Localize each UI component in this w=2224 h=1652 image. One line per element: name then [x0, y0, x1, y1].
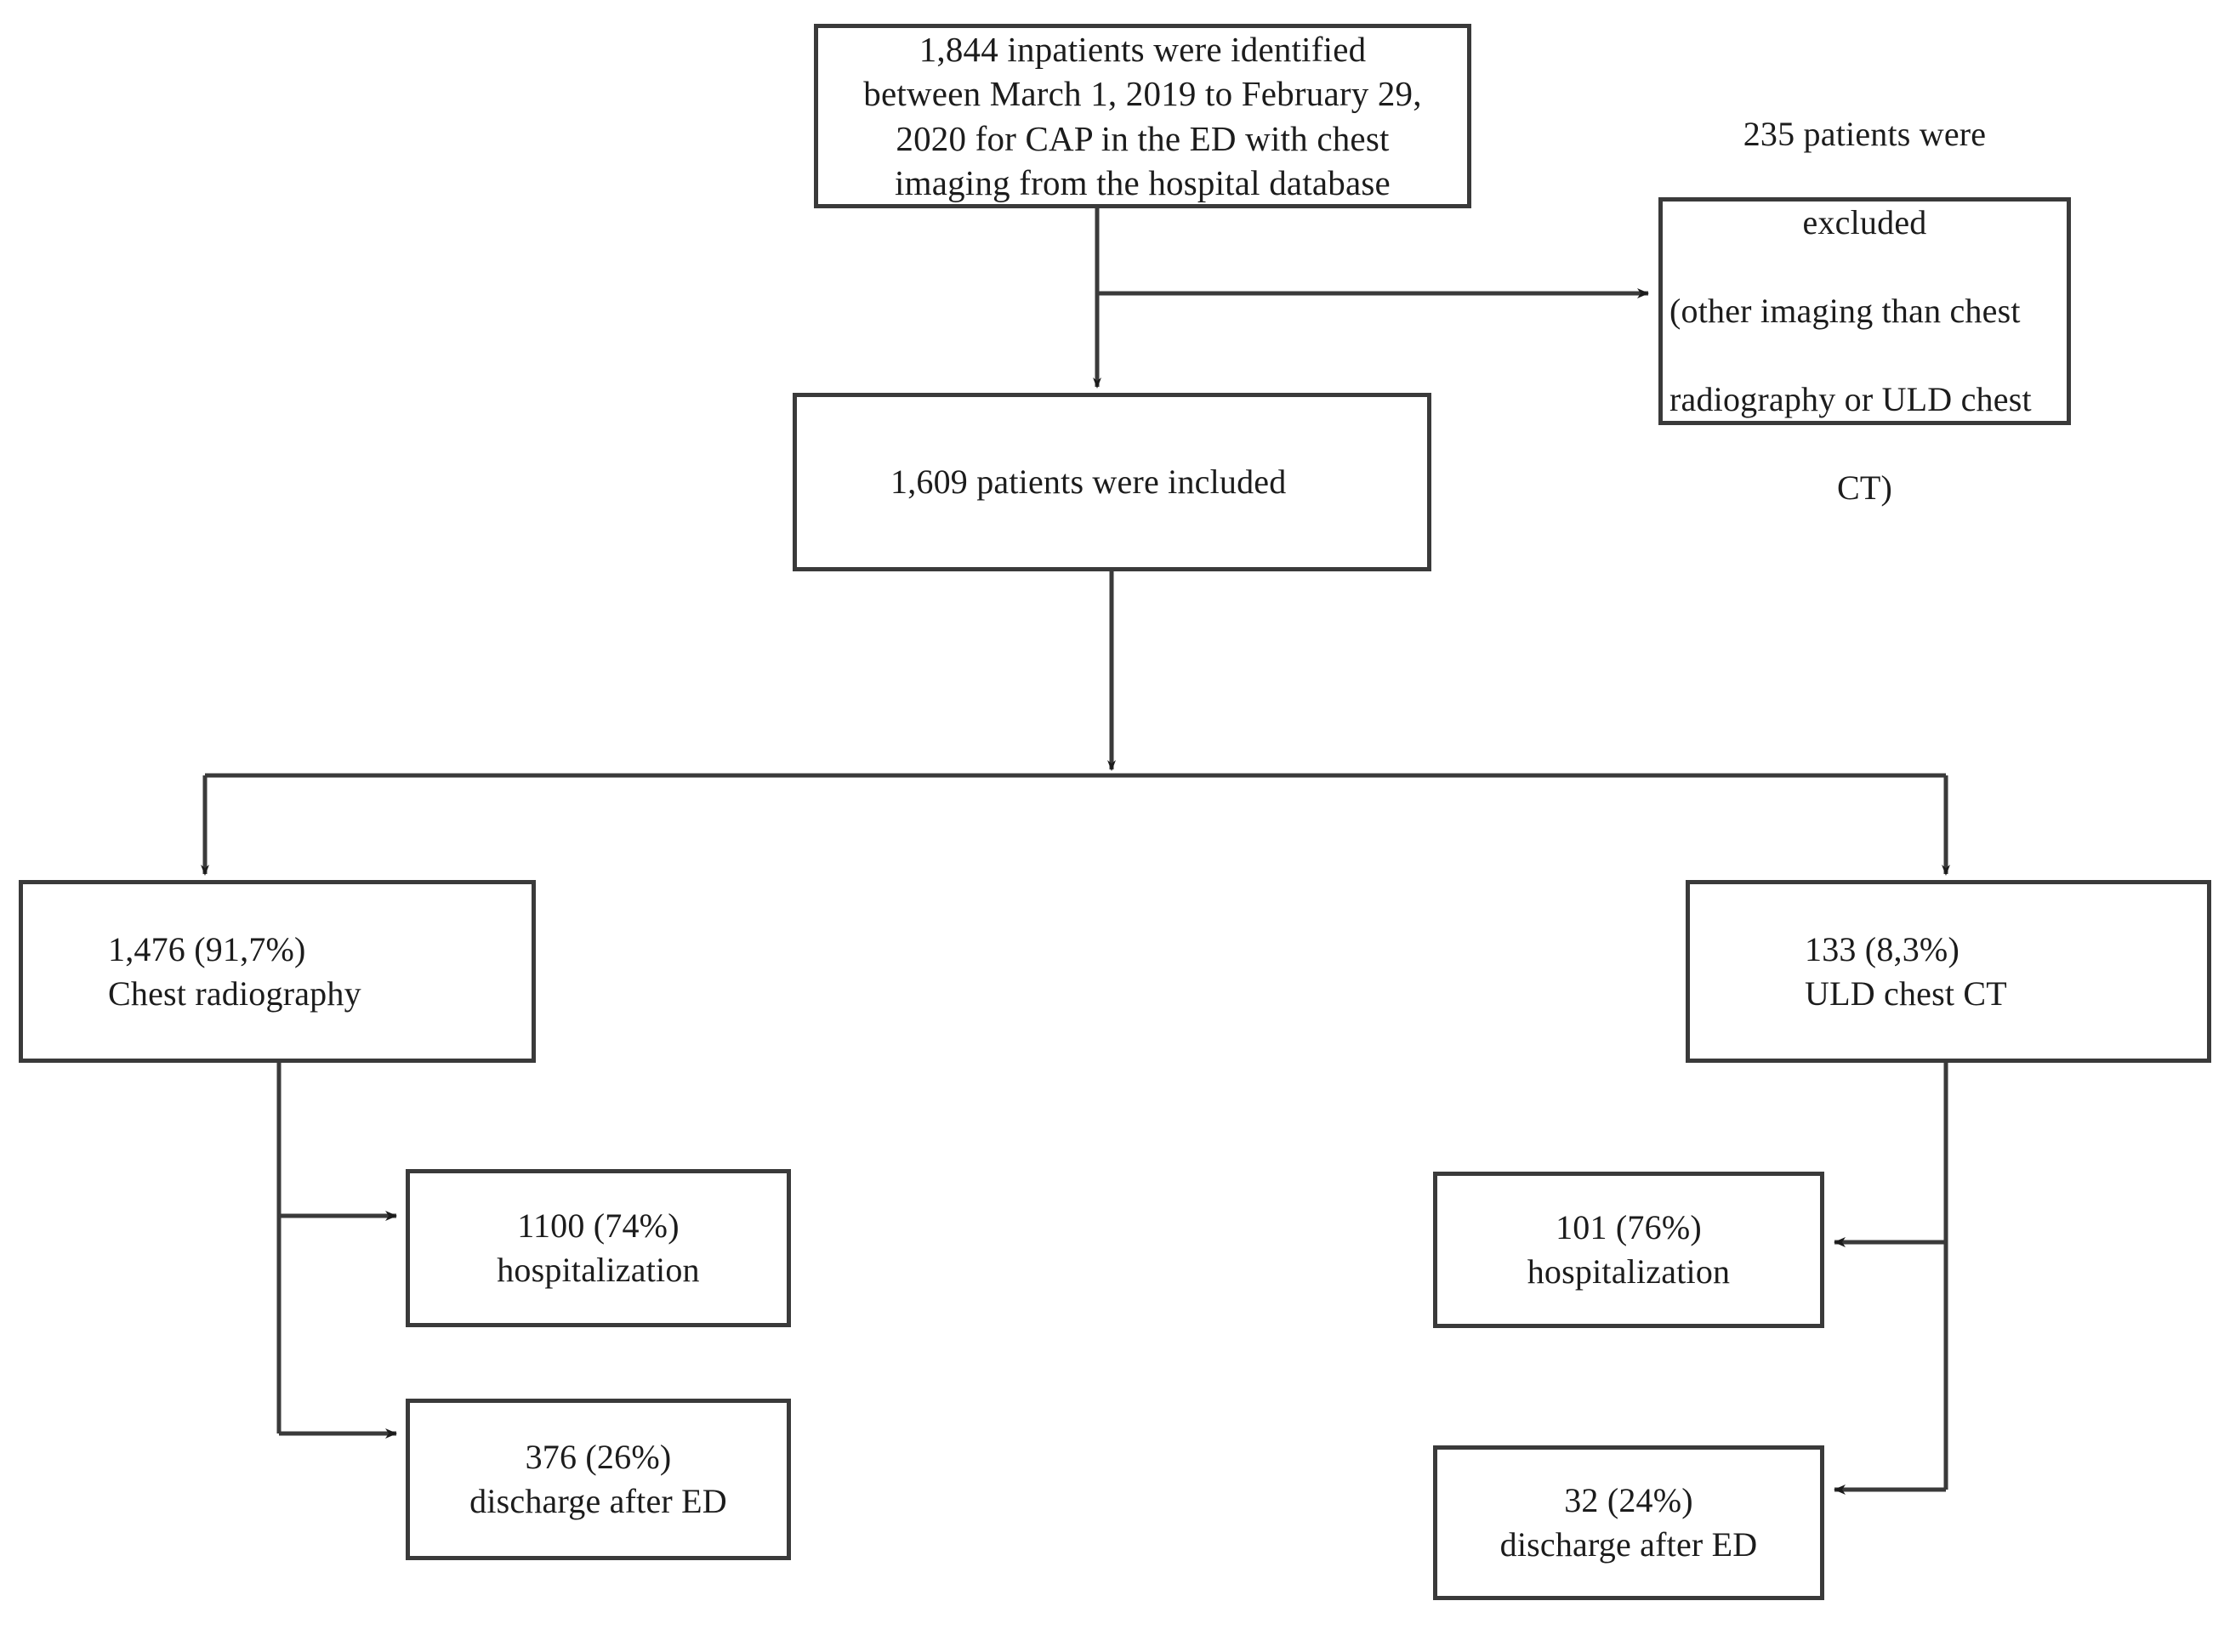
node-uld-discharge-label: 32 (24%) discharge after ED	[1499, 1481, 1758, 1564]
node-excluded-line-2: excluded	[1802, 203, 1927, 241]
node-cxr-discharge-label: 376 (26%) discharge after ED	[469, 1438, 727, 1520]
node-chest-radiography[interactable]: 1,476 (91,7%) Chest radiography	[19, 880, 536, 1063]
node-included-patients[interactable]: 1,609 patients were included	[793, 393, 1431, 571]
node-excluded-patients[interactable]: 235 patients were excluded (other imagin…	[1658, 115, 2071, 507]
node-uld-chest-ct-label: 133 (8,3%) ULD chest CT	[1805, 929, 2007, 1013]
node-excluded-patients-label: 235 patients were excluded (other imagin…	[1663, 68, 2067, 554]
node-identified-patients[interactable]: 1,844 inpatients were identified between…	[814, 24, 1471, 208]
node-uld-hospitalization[interactable]: 101 (76%) hospitalization	[1433, 1172, 1824, 1328]
node-cxr-hospitalization-label: 1100 (74%) hospitalization	[497, 1206, 700, 1289]
node-identified-patients-label: 1,844 inpatients were identified between…	[863, 29, 1422, 202]
node-cxr-discharge[interactable]: 376 (26%) discharge after ED	[406, 1399, 791, 1560]
node-chest-radiography-label: 1,476 (91,7%) Chest radiography	[108, 929, 361, 1013]
node-uld-chest-ct[interactable]: 133 (8,3%) ULD chest CT	[1686, 880, 2211, 1063]
node-excluded-line-1: 235 patients were	[1743, 115, 1987, 153]
node-included-patients-label: 1,609 patients were included	[890, 463, 1287, 501]
node-excluded-line-3: (other imaging than chest	[1669, 292, 2021, 330]
node-excluded-line-4: radiography or ULD chest	[1669, 380, 2032, 418]
node-uld-discharge[interactable]: 32 (24%) discharge after ED	[1433, 1445, 1824, 1600]
node-uld-hospitalization-label: 101 (76%) hospitalization	[1527, 1208, 1731, 1291]
node-cxr-hospitalization[interactable]: 1100 (74%) hospitalization	[406, 1169, 791, 1327]
node-excluded-line-5: CT)	[1836, 468, 1893, 507]
